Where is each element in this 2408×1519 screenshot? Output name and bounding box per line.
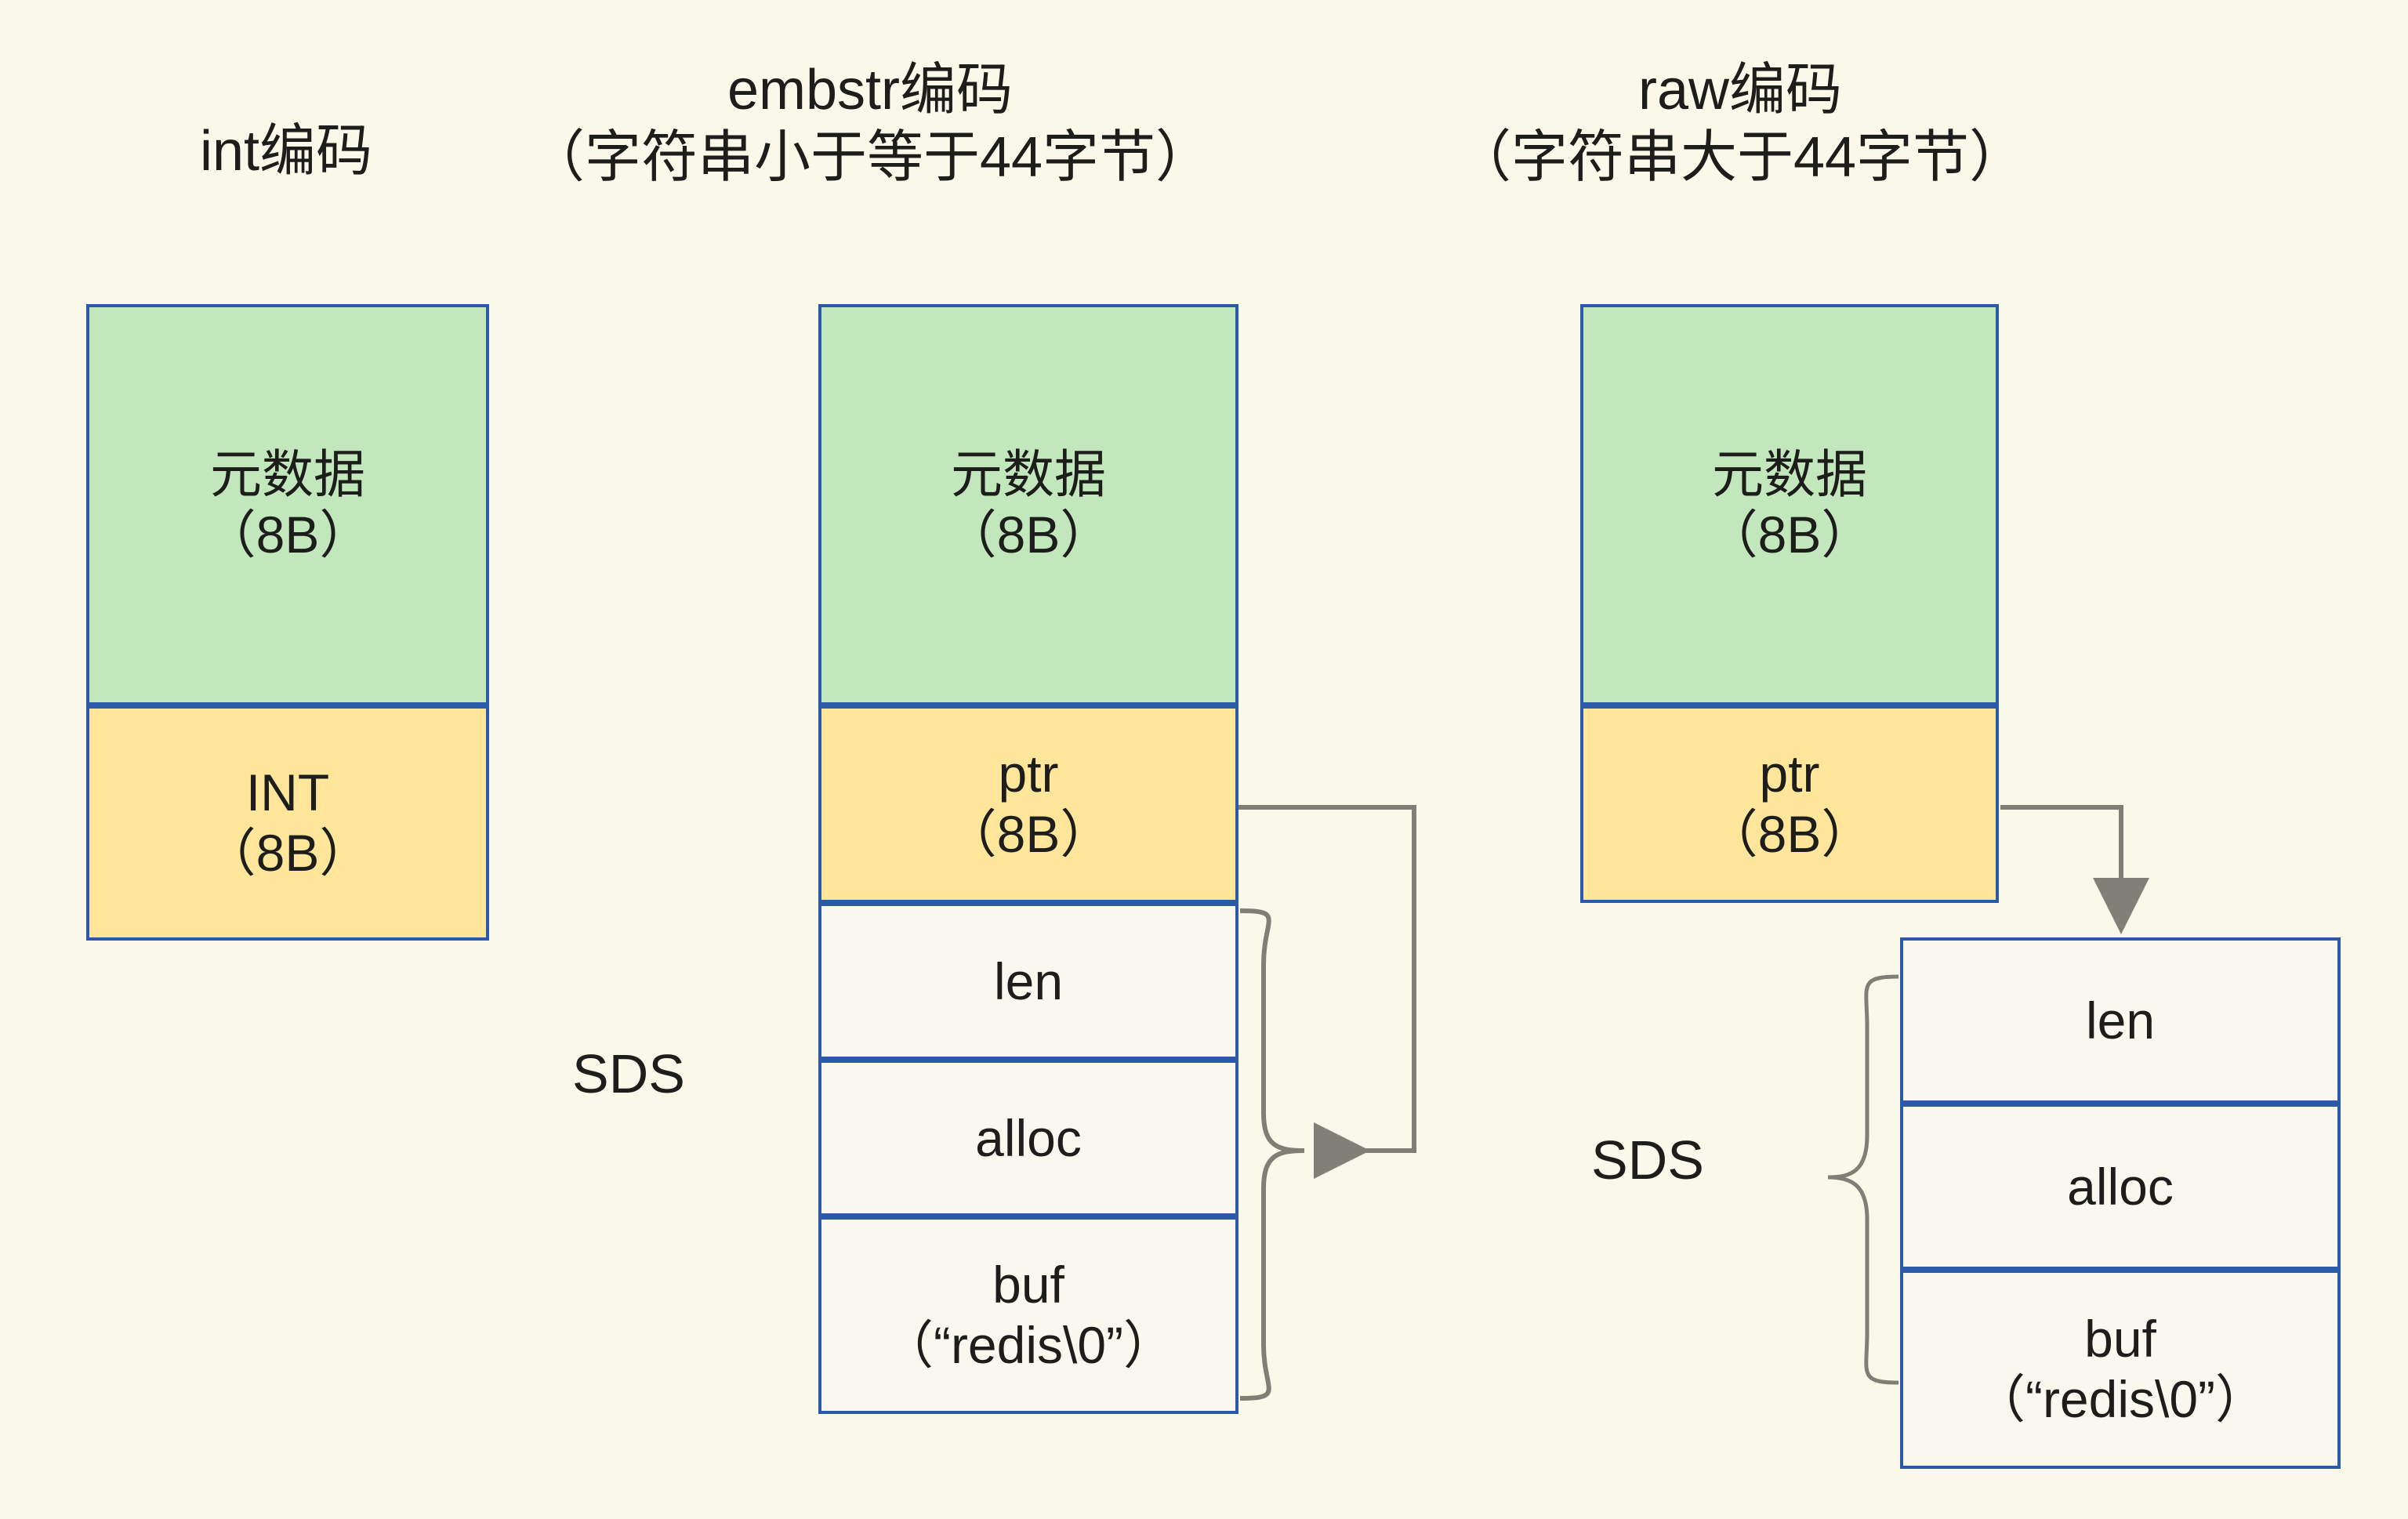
int-value-label: INT: [245, 763, 330, 822]
column-title-int: int编码: [86, 118, 486, 185]
int-metadata-size: （8B）: [204, 506, 372, 564]
embstr-len-cell: len: [818, 903, 1238, 1060]
column-title-raw-line1: raw编码: [1637, 59, 1843, 121]
embstr-alloc-cell: alloc: [818, 1060, 1238, 1216]
embstr-ptr-size: （8B）: [945, 805, 1112, 863]
embstr-metadata-label: 元数据: [951, 445, 1106, 504]
raw-sds-len-cell: len: [1900, 937, 2341, 1104]
int-value-cell: INT （8B）: [86, 705, 489, 941]
embstr-ptr-cell: ptr （8B）: [818, 705, 1238, 903]
column-title-int-line1: int编码: [199, 120, 373, 183]
raw-metadata-label: 元数据: [1712, 445, 1867, 504]
int-metadata-label: 元数据: [210, 445, 365, 504]
embstr-metadata-size: （8B）: [945, 506, 1112, 564]
embstr-alloc-label: alloc: [975, 1108, 1082, 1167]
raw-ptr-label: ptr: [1759, 745, 1820, 803]
column-title-raw: raw编码 （字符串大于44字节）: [1301, 56, 2179, 192]
raw-sds-len-label: len: [2085, 991, 2156, 1050]
raw-sds-buf-label: buf: [2084, 1310, 2156, 1369]
column-title-embstr-line1: embstr编码: [727, 59, 1014, 121]
embstr-metadata-cell: 元数据 （8B）: [818, 304, 1238, 705]
raw-sds-alloc-label: alloc: [2067, 1157, 2174, 1216]
raw-sds-alloc-cell: alloc: [1900, 1104, 2341, 1270]
embstr-buf-label: buf: [992, 1256, 1064, 1314]
int-value-size: （8B）: [204, 824, 372, 882]
raw-ptr-connector: [2000, 805, 2149, 934]
column-subtitle-embstr: （字符串小于等于44字节）: [528, 126, 1213, 190]
raw-ptr-cell: ptr （8B）: [1580, 705, 1999, 903]
raw-metadata-cell: 元数据 （8B）: [1580, 304, 1999, 705]
embstr-sds-brace: [1239, 908, 1305, 1401]
column-subtitle-raw: （字符串大于44字节）: [1454, 126, 2026, 190]
raw-sds-buf-cell: buf （“redis\0”）: [1900, 1270, 2341, 1469]
column-title-embstr: embstr编码 （字符串小于等于44字节）: [486, 56, 1254, 192]
embstr-len-label: len: [993, 952, 1064, 1010]
int-metadata-cell: 元数据 （8B）: [86, 304, 489, 705]
embstr-ptr-connector: [1238, 805, 1416, 1179]
raw-metadata-size: （8B）: [1706, 506, 1873, 564]
embstr-buf-value: （“redis\0”）: [881, 1316, 1176, 1374]
raw-sds-label: SDS: [1591, 1129, 1704, 1191]
embstr-buf-cell: buf （“redis\0”）: [818, 1216, 1238, 1414]
raw-sds-buf-value: （“redis\0”）: [1973, 1370, 2268, 1428]
raw-ptr-size: （8B）: [1706, 805, 1873, 863]
raw-sds-brace: [1827, 974, 1899, 1385]
embstr-sds-label: SDS: [572, 1043, 685, 1104]
embstr-ptr-label: ptr: [998, 745, 1059, 803]
